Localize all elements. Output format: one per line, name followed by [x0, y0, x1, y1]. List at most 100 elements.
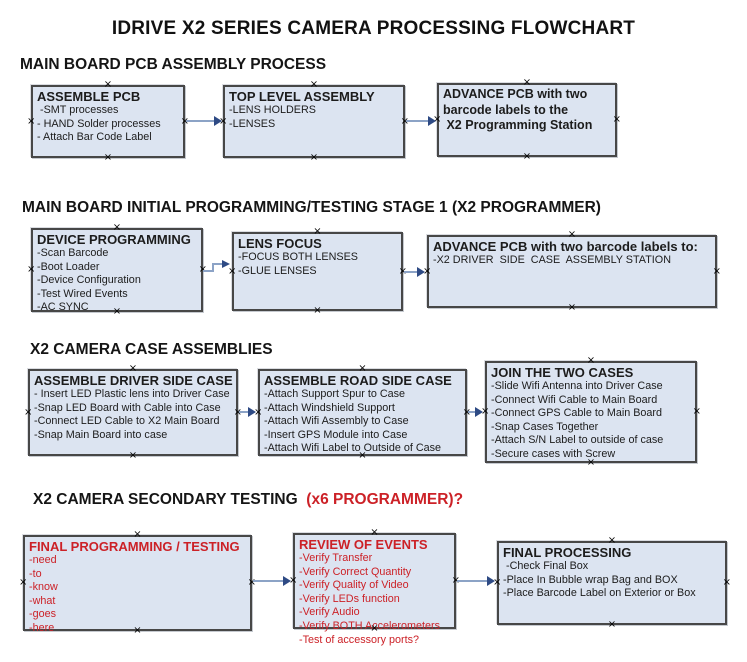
- flow-arrow: [406, 116, 436, 126]
- anchor-x-mark: ×: [722, 577, 731, 588]
- box-line: -Snap Cases Together: [491, 420, 599, 433]
- anchor-x-mark: ×: [128, 363, 138, 374]
- box-lines: -need-to-know-what-goes-here: [29, 554, 247, 636]
- anchor-x-mark: ×: [128, 450, 138, 461]
- box-lines: - Insert LED Plastic lens into Driver Ca…: [34, 388, 233, 442]
- box-line: -need: [29, 554, 57, 566]
- box-line: barcode labels to the: [443, 102, 569, 117]
- box-line: -goes: [29, 608, 57, 621]
- box-title: FINAL PROCESSING: [503, 545, 632, 560]
- box-title: ADVANCE PCB with two barcode labels to:: [433, 239, 698, 254]
- anchor-x-mark: ×: [313, 305, 322, 316]
- section-header-pcb-assembly: MAIN BOARD PCB ASSEMBLY PROCESS: [20, 56, 326, 74]
- box-lines: -Verify Transfer-Verify Correct Quantity…: [299, 552, 451, 647]
- box-line: -Secure cases with Screw: [491, 447, 616, 460]
- flow-arrow: [468, 407, 483, 417]
- box-title: ASSEMBLE ROAD SIDE CASE: [264, 373, 452, 388]
- box-line: -know: [29, 581, 58, 594]
- anchor-x-mark: ×: [522, 77, 532, 88]
- section-header-text: X2 CAMERA CASE ASSEMBLIES: [30, 341, 273, 358]
- anchor-x-mark: ×: [19, 577, 28, 588]
- flow-box-join-the-two-cases: JOIN THE TWO CASES -Slide Wifi Antenna i…: [481, 356, 701, 468]
- section-header-red-text: (x6 PROGRAMMER)?: [302, 491, 464, 508]
- box-lines: -LENS HOLDERS-LENSES: [229, 104, 400, 131]
- section-header-text: X2 CAMERA SECONDARY TESTING: [33, 491, 302, 508]
- box-lines: -Slide Wifi Antenna into Driver Case -Con…: [491, 380, 692, 462]
- section-header-initial-programming: MAIN BOARD INITIAL PROGRAMMING/TESTING S…: [22, 199, 601, 217]
- box-line: -Attach Windshield Support: [264, 401, 395, 414]
- anchor-x-mark: ×: [27, 115, 36, 127]
- flow-arrow: [404, 267, 425, 277]
- box-line: -Verify Transfer: [299, 552, 373, 564]
- anchor-x-mark: ×: [567, 302, 577, 313]
- box-line: -here: [29, 621, 55, 634]
- box-line: -Test Wired Events: [37, 287, 128, 300]
- box-line: -Scan Barcode: [37, 247, 109, 259]
- box-line: -Place Barcode Label on Exterior or Box: [503, 587, 696, 600]
- box-line: -Connect GPS Cable to Main Board: [491, 407, 663, 420]
- box-line: -Check Final Box: [503, 560, 589, 572]
- box-title: FINAL PROGRAMMING / TESTING: [29, 539, 240, 554]
- box-line: -Verify Audio: [299, 606, 360, 619]
- box-title: ASSEMBLE PCB: [37, 89, 141, 104]
- box-line: -Verify Quality of Video: [299, 579, 409, 592]
- flow-arrow-elbow: [203, 260, 230, 272]
- box-title: LENS FOCUS: [238, 236, 322, 251]
- box-line: -Attach S/N Label to outside of case: [491, 434, 664, 447]
- anchor-x-mark: ×: [712, 265, 721, 277]
- box-line: -Verify LEDs function: [299, 592, 400, 605]
- box-line: -Verify BOTH Accelerometers: [299, 619, 440, 632]
- anchor-x-mark: ×: [313, 226, 322, 237]
- box-line: X2 Programming Station: [443, 118, 593, 132]
- box-line: -Attach Wifi Assembly to Case: [264, 415, 409, 428]
- anchor-x-mark: ×: [692, 406, 701, 417]
- flow-arrow: [457, 576, 495, 586]
- box-line: -AC SYNC: [37, 301, 89, 314]
- box-title: ASSEMBLE DRIVER SIDE CASE: [34, 373, 233, 388]
- anchor-x-mark: ×: [522, 151, 532, 162]
- box-lines: -Check Final Box-Place In Bubble wrap Ba…: [503, 560, 722, 601]
- box-line: -Boot Loader: [37, 260, 100, 273]
- box-line: -Insert GPS Module into Case: [264, 428, 408, 441]
- flow-box-assemble-pcb: ASSEMBLE PCB -SMT processes- HAND Solder…: [27, 80, 189, 163]
- box-line: -Place In Bubble wrap Bag and BOX: [503, 573, 678, 586]
- box-line: -Slide Wifi Antenna into Driver Case: [491, 380, 663, 392]
- box-line: - HAND Solder processes: [37, 117, 161, 130]
- page-title: IDRIVE X2 SERIES CAMERA PROCESSING FLOWC…: [111, 18, 636, 39]
- flow-arrow: [253, 576, 291, 586]
- section-header-case-assemblies: X2 CAMERA CASE ASSEMBLIES: [30, 341, 273, 359]
- anchor-x-mark: ×: [309, 79, 319, 90]
- section-header-text: MAIN BOARD INITIAL PROGRAMMING/TESTING S…: [22, 199, 601, 216]
- flow-box-assemble-driver-side-case: ASSEMBLE DRIVER SIDE CASE - Insert LED P…: [24, 364, 242, 461]
- box-line: - Attach Bar Code Label: [37, 131, 152, 144]
- box-line: -LENSES: [229, 117, 276, 130]
- box-line: -Device Configuration: [37, 274, 141, 287]
- flow-box-assemble-road-side-case: ASSEMBLE ROAD SIDE CASE -Attach Support …: [254, 364, 471, 461]
- anchor-x-mark: ×: [607, 619, 617, 630]
- box-line: -Verify Correct Quantity: [299, 565, 412, 578]
- anchor-x-mark: ×: [586, 355, 596, 366]
- box-lines: -Scan Barcode-Boot Loader-Device Configu…: [37, 247, 198, 315]
- anchor-x-mark: ×: [370, 527, 379, 538]
- anchor-x-mark: ×: [103, 79, 113, 90]
- box-line: -SMT processes: [37, 104, 119, 116]
- flow-box-final-processing: FINAL PROCESSING -Check Final Box-Place …: [493, 536, 731, 630]
- box-line: -Attach Support Spur to Case: [264, 388, 406, 400]
- box-line: -X2 DRIVER SIDE CASE ASSEMBLY STATION: [433, 254, 671, 266]
- anchor-x-mark: ×: [612, 114, 621, 125]
- box-line: -Test of accessory ports?: [299, 633, 420, 646]
- box-lines: -SMT processes- HAND Solder processes- A…: [37, 104, 180, 145]
- anchor-x-mark: ×: [133, 529, 142, 540]
- box-line: -Attach Wifi Label to Outside of Case: [264, 442, 442, 455]
- box-line: -GLUE LENSES: [238, 264, 317, 277]
- box-title: REVIEW OF EVENTS: [299, 537, 428, 552]
- flow-arrow: [186, 116, 222, 126]
- box-line: -to: [29, 567, 42, 580]
- flow-box-review-of-events: REVIEW OF EVENTS -Verify Transfer-Verify…: [289, 528, 460, 646]
- box-lines: -FOCUS BOTH LENSES-GLUE LENSES: [238, 251, 398, 278]
- section-header-secondary-testing: X2 CAMERA SECONDARY TESTING (x6 PROGRAMM…: [33, 491, 463, 509]
- anchor-x-mark: ×: [309, 152, 319, 163]
- box-line: -what: [29, 594, 56, 607]
